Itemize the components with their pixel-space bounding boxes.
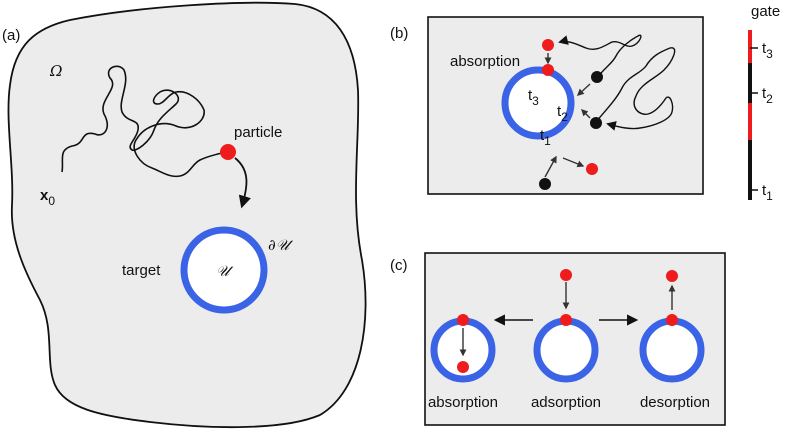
target-label: target [122,262,161,279]
panel-b-label: (b) [390,25,408,42]
particle-absorbed-interior [457,361,469,373]
desorption-label-c: desorption [640,394,710,411]
gate-label-t3: t3 [762,40,773,61]
gate-label-t1: t1 [762,182,773,203]
arrow-t1-in [544,155,557,178]
trajectory-t3 [558,34,642,78]
domain-omega-label: Ω [49,62,62,80]
particle-desorbed [666,270,678,282]
target-set-label: 𝒰 [216,262,234,280]
gate-label-t2: t2 [762,85,773,106]
target-ring-desorption [639,317,705,383]
panel-c-label: (c) [390,257,408,274]
particle-motion-arrow [234,157,251,209]
target-ring [180,226,268,314]
arrow-t2-a [576,83,591,96]
particle-trajectory [61,65,227,178]
particle-t2-reflected-a [591,71,603,83]
adsorption-label-c: adsorption [531,394,601,411]
absorption-label-b: absorption [450,53,520,70]
particle-label: particle [234,124,282,141]
particle-adsorption-bulk [560,269,572,281]
particle-dot [220,144,236,160]
particle-adsorbed [560,314,572,326]
start-point-label: x0 [40,187,55,208]
particle-t1-start [539,178,551,190]
arrow-t2-b [581,109,591,119]
particle-t2-reflected-b [590,117,602,129]
target-ring-adsorption [533,317,599,383]
time-label-t2: t2 [557,103,568,124]
particle-t1-end [586,163,598,175]
particle-t3-start [542,39,554,51]
arrow-t1-out [562,157,585,168]
target-ring-b [501,66,575,140]
particle-t3-absorbed [542,64,554,76]
gate-title: gate [751,3,780,20]
time-label-t1: t1 [540,127,551,148]
target-boundary-label: ∂𝒰 [268,236,294,254]
trajectory-t2 [595,47,676,131]
particle-absorption-surface [457,314,469,326]
absorption-label-c: absorption [428,394,498,411]
time-label-t3: t3 [528,87,539,108]
particle-desorption-surface [666,314,678,326]
panel-a-label: (a) [2,27,20,44]
domain-omega-region [7,1,367,429]
